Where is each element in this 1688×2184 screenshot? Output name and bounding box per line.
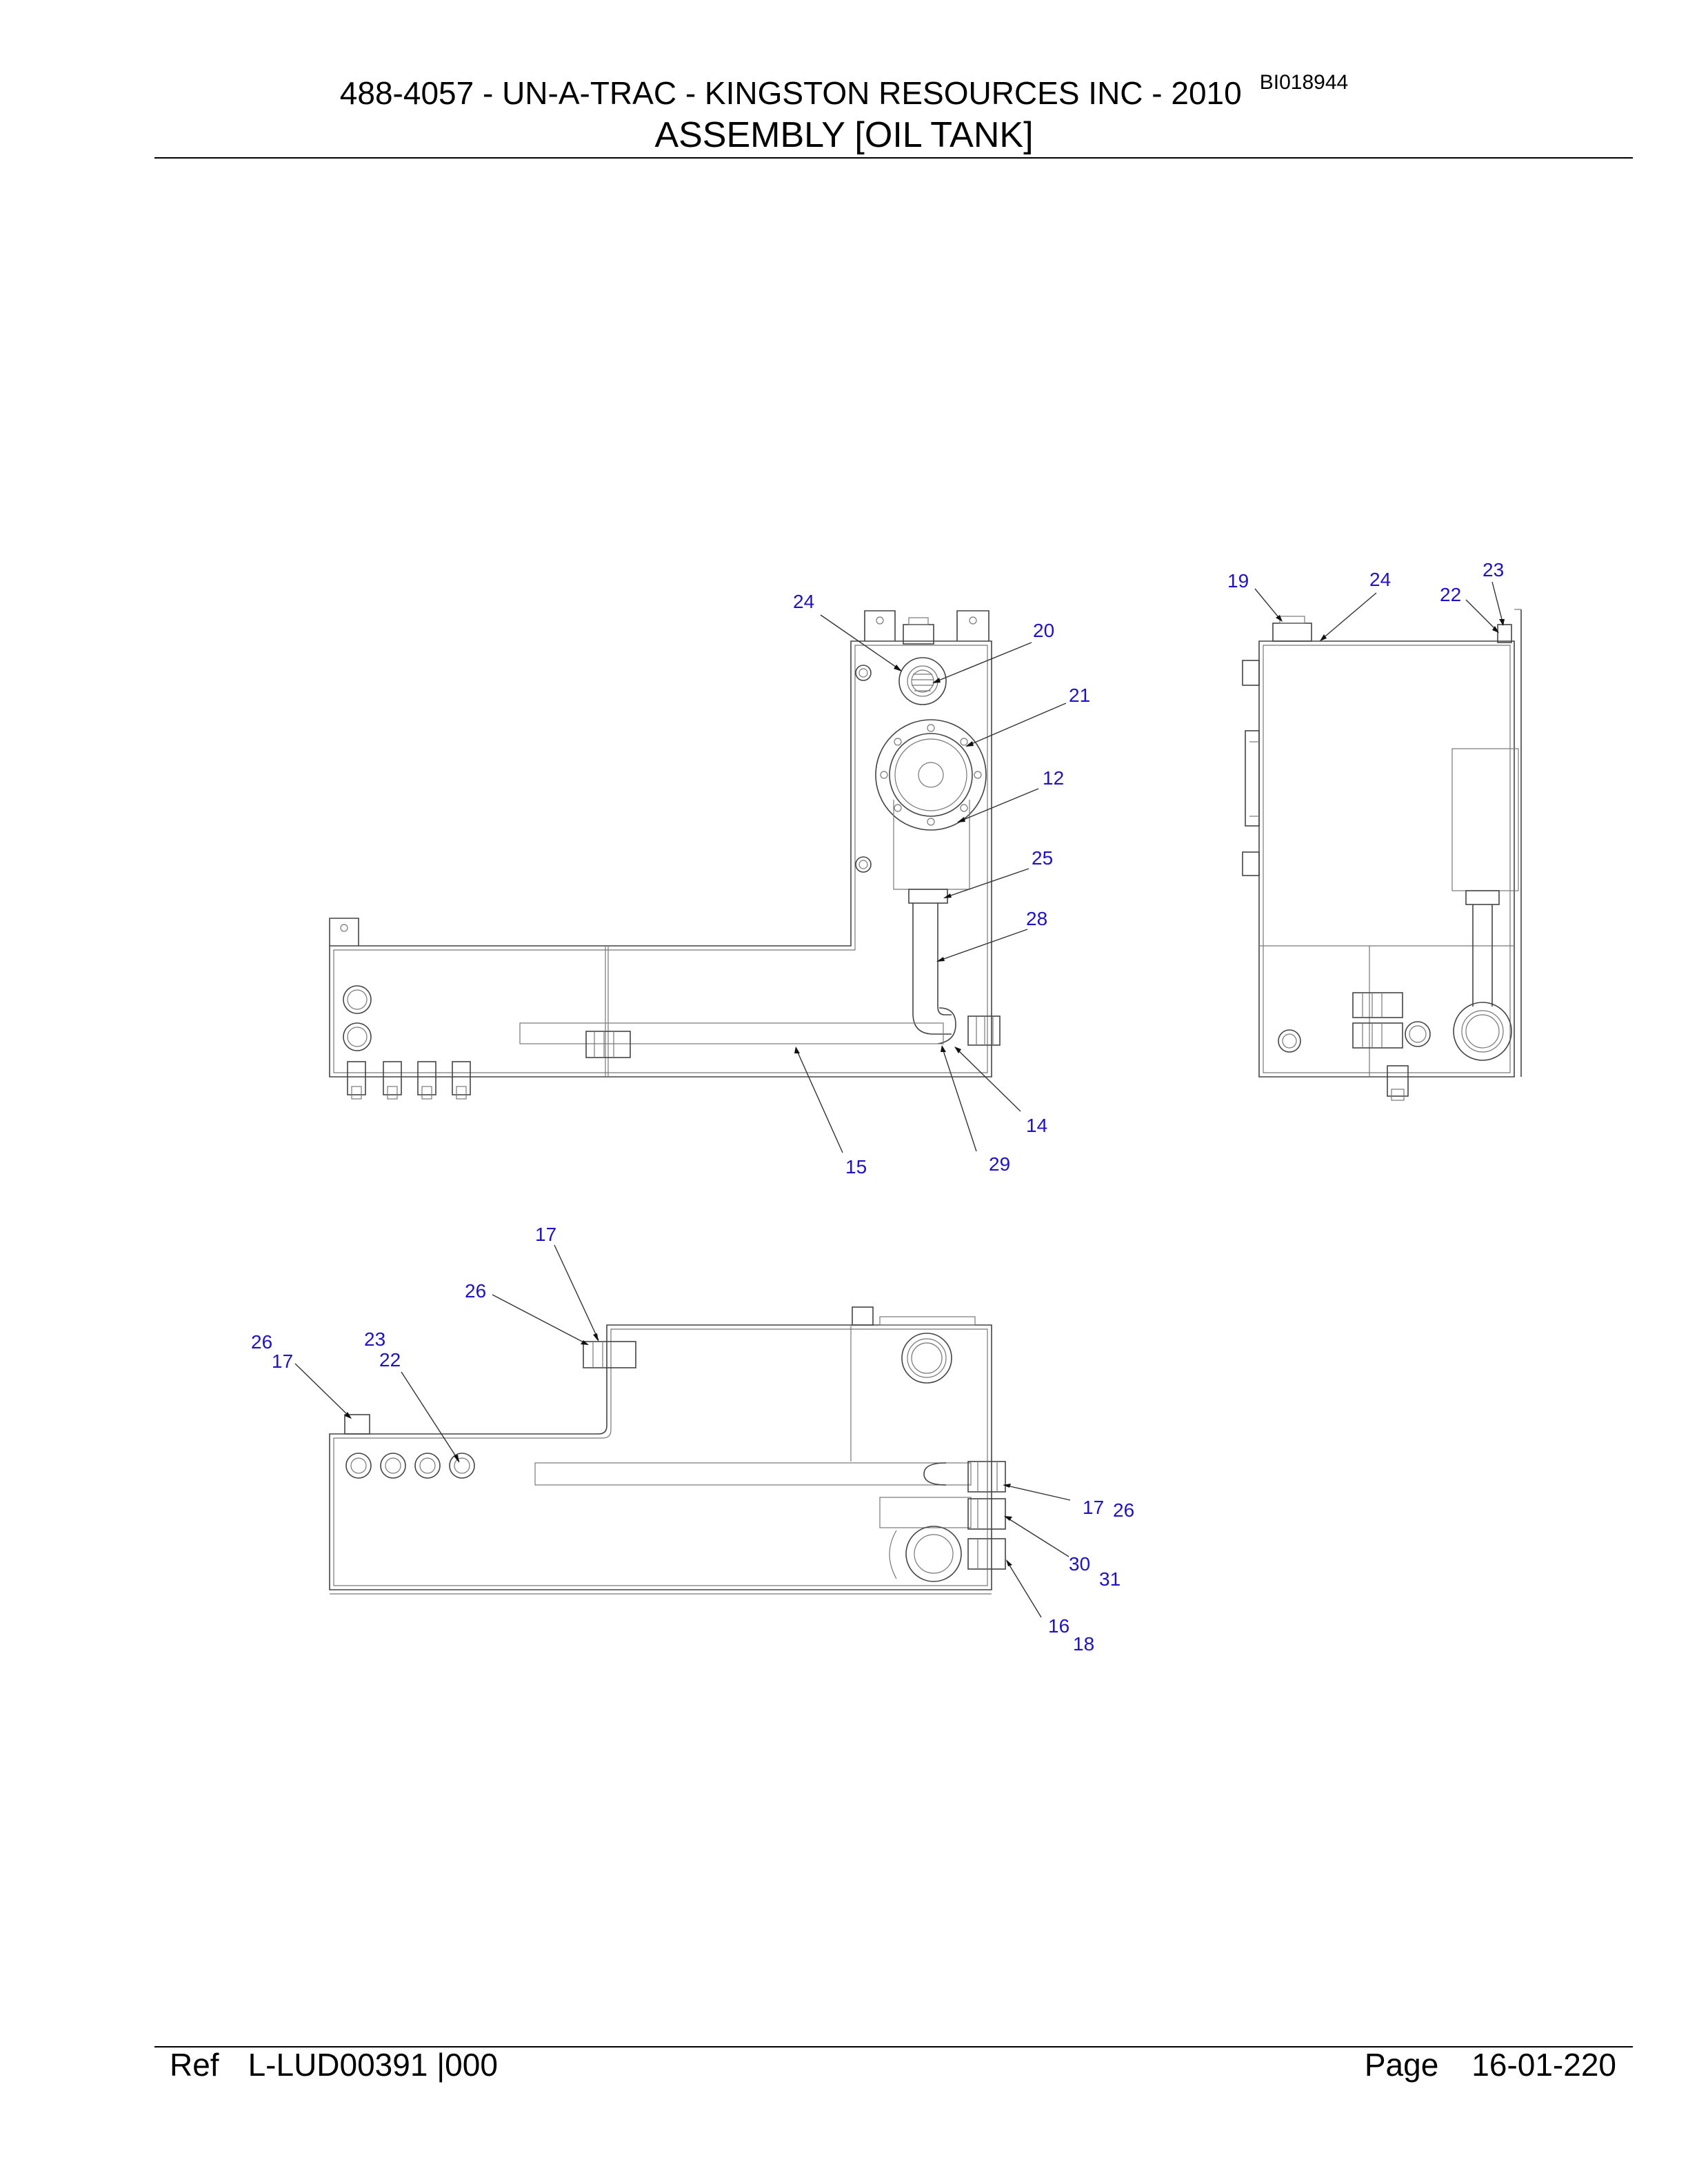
callout-side-19: 19 [1227,570,1249,592]
callout-front-21: 21 [1069,685,1090,706]
callout-top-26c: 26 [1113,1499,1134,1521]
callout-top-26b: 26 [251,1331,272,1353]
header-title-line: 488-4057 - UN-A-TRAC - KINGSTON RESOURCE… [0,71,1688,112]
callout-front-29: 29 [989,1153,1010,1175]
page-value: 16-01-220 [1471,2047,1616,2083]
callout-front-28: 28 [1026,908,1047,929]
callout-front-14: 14 [1026,1115,1047,1136]
page-label: Page [1364,2047,1439,2083]
header-rule [154,157,1633,159]
callout-front-15: 15 [845,1156,867,1177]
footer-reference: Ref L-LUD00391 |000 [170,2046,498,2083]
callout-top-26a: 26 [465,1280,486,1302]
side-view-callouts: 19 24 23 22 [1227,559,1504,605]
top-view-callouts: 17 26 26 17 23 22 17 26 30 31 16 18 [251,1224,1134,1655]
header-title: 488-4057 - UN-A-TRAC - KINGSTON RESOURCE… [339,75,1242,111]
top-view [329,1306,1006,1595]
callout-top-18: 18 [1073,1633,1094,1655]
ref-label: Ref [170,2047,219,2083]
document-code: BI018944 [1259,71,1349,94]
callout-top-17c: 17 [1083,1497,1104,1518]
callout-top-30: 30 [1069,1553,1090,1575]
callout-top-17a: 17 [535,1224,556,1245]
callout-top-17b: 17 [272,1351,293,1372]
front-view-callouts: 24 20 21 12 25 28 14 15 29 [793,591,1090,1177]
callout-front-12: 12 [1043,767,1064,789]
callout-top-31: 31 [1099,1568,1121,1590]
footer-rule [154,2046,1633,2048]
callout-front-25: 25 [1032,847,1053,869]
callout-side-23: 23 [1483,559,1504,580]
front-view [329,610,1001,1100]
callout-top-16: 16 [1048,1615,1069,1637]
side-view [1242,609,1522,1101]
callout-front-24: 24 [793,591,814,612]
side-view-leaders [1254,581,1505,641]
callout-top-23: 23 [364,1328,385,1350]
front-view-leaders [794,614,1067,1153]
ref-value: L-LUD00391 |000 [248,2047,498,2083]
callout-top-22: 22 [379,1349,401,1371]
top-view-leaders [294,1244,1071,1618]
callout-front-20: 20 [1033,620,1054,641]
callout-side-24: 24 [1369,569,1391,590]
footer-page-number: Page 16-01-220 [1365,2046,1616,2083]
assembly-subtitle: ASSEMBLY [OIL TANK] [654,115,1034,155]
callout-side-22: 22 [1440,584,1461,605]
